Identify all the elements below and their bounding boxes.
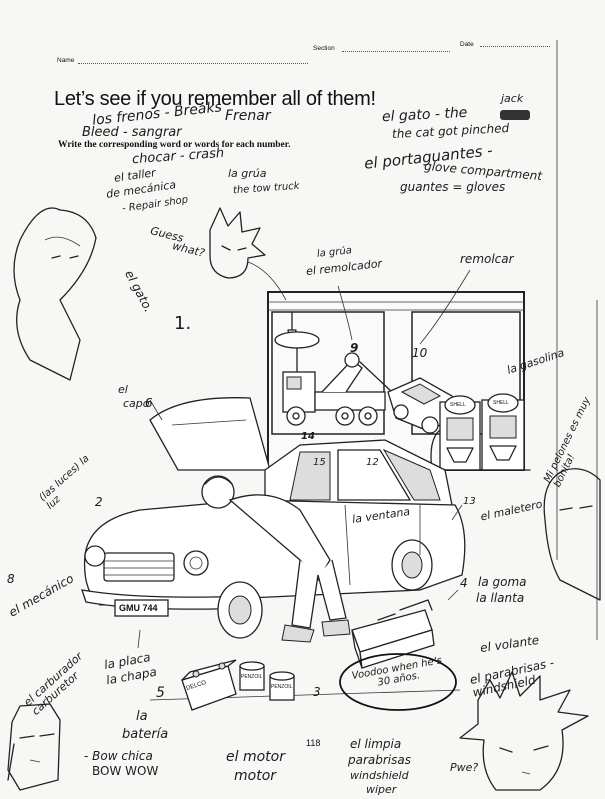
note-remolcar: remolcar — [460, 252, 514, 266]
doodle-left-girl — [13, 207, 97, 381]
arrow-remolcar — [419, 269, 471, 345]
note-goma-1: la goma — [478, 575, 527, 589]
doodle-right-girl — [543, 468, 601, 601]
car-drawing — [81, 397, 466, 639]
battery-drawing — [181, 659, 237, 711]
note-bowwow-2: BOW WOW — [92, 764, 159, 778]
note-limpia-4: wiper — [366, 783, 397, 796]
section-label: Section — [313, 45, 335, 52]
number-15: 15 — [313, 457, 326, 468]
voodoo-bubble — [339, 653, 457, 711]
number-3: 3 — [313, 685, 321, 699]
number-2: 2 — [95, 495, 103, 509]
instruction-text: Write the corresponding word or words fo… — [58, 140, 291, 150]
note-motor-1: el motor — [226, 749, 285, 765]
note-frenar: Frenar — [225, 108, 271, 124]
note-pwe: Pwe? — [450, 761, 479, 774]
towed-car-drawing — [387, 377, 456, 434]
arrow-grua — [337, 285, 353, 341]
toolbox-drawing — [351, 599, 435, 669]
number-1: 1. — [174, 313, 192, 334]
note-gato-jack: jack — [501, 92, 524, 105]
doodle-bottom-left-face — [7, 703, 61, 791]
oil-can-label-1: PENZOIL — [241, 674, 263, 680]
number-10: 10 — [412, 346, 428, 360]
note-grua-top-1: la grúa — [228, 167, 267, 180]
note-capo-2: capó — [123, 397, 150, 410]
note-bateria-1: la — [136, 709, 148, 724]
note-limpia-2: parabrisas — [348, 753, 411, 767]
date-line — [480, 46, 550, 47]
arrow-goma — [447, 589, 459, 601]
note-guantes: guantes = gloves — [400, 180, 506, 194]
number-13: 13 — [463, 496, 476, 507]
page-number: 118 — [306, 738, 321, 748]
name-line — [78, 63, 308, 64]
tow-truck-drawing — [282, 352, 393, 426]
number-6: 6 — [145, 396, 153, 410]
number-4: 4 — [460, 576, 468, 590]
pump-label-2: SHELL — [493, 400, 509, 406]
number-9: 9 — [350, 341, 359, 355]
note-limpia-1: el limpia — [350, 737, 402, 751]
license-plate-text: GMU 744 — [119, 603, 158, 613]
arrow-maletero — [451, 504, 463, 521]
note-bowwow-1: - Bow chica — [84, 749, 153, 763]
arrow-placa — [137, 629, 141, 649]
section-line — [342, 51, 450, 52]
name-label: Name — [57, 57, 75, 64]
note-capo-1: el — [118, 383, 128, 396]
scribble-mark — [500, 110, 530, 120]
note-goma-2: la llanta — [476, 591, 525, 605]
number-8: 8 — [7, 572, 15, 586]
page-title: Let’s see if you remember all of them! — [54, 88, 376, 110]
note-bleed: Bleed - sangrar — [82, 125, 182, 140]
note-limpia-3: windshield — [350, 769, 409, 782]
number-5: 5 — [156, 685, 165, 701]
note-bateria-2: batería — [122, 727, 169, 742]
date-label: Date — [460, 41, 474, 48]
mechanic-drawing — [201, 475, 351, 643]
doodle-bottom-right-face — [459, 671, 589, 791]
oil-cans-drawing — [239, 661, 295, 701]
pump-label-1: SHELL — [450, 402, 466, 408]
oil-can-label-2: PENZOIL — [271, 684, 293, 690]
doodle-spiky-head — [209, 207, 287, 301]
number-12: 12 — [366, 457, 379, 468]
arrow-capo — [149, 399, 163, 421]
gas-pumps-drawing — [430, 393, 525, 471]
number-14: 14 — [301, 431, 315, 442]
note-motor-2: motor — [234, 768, 277, 784]
